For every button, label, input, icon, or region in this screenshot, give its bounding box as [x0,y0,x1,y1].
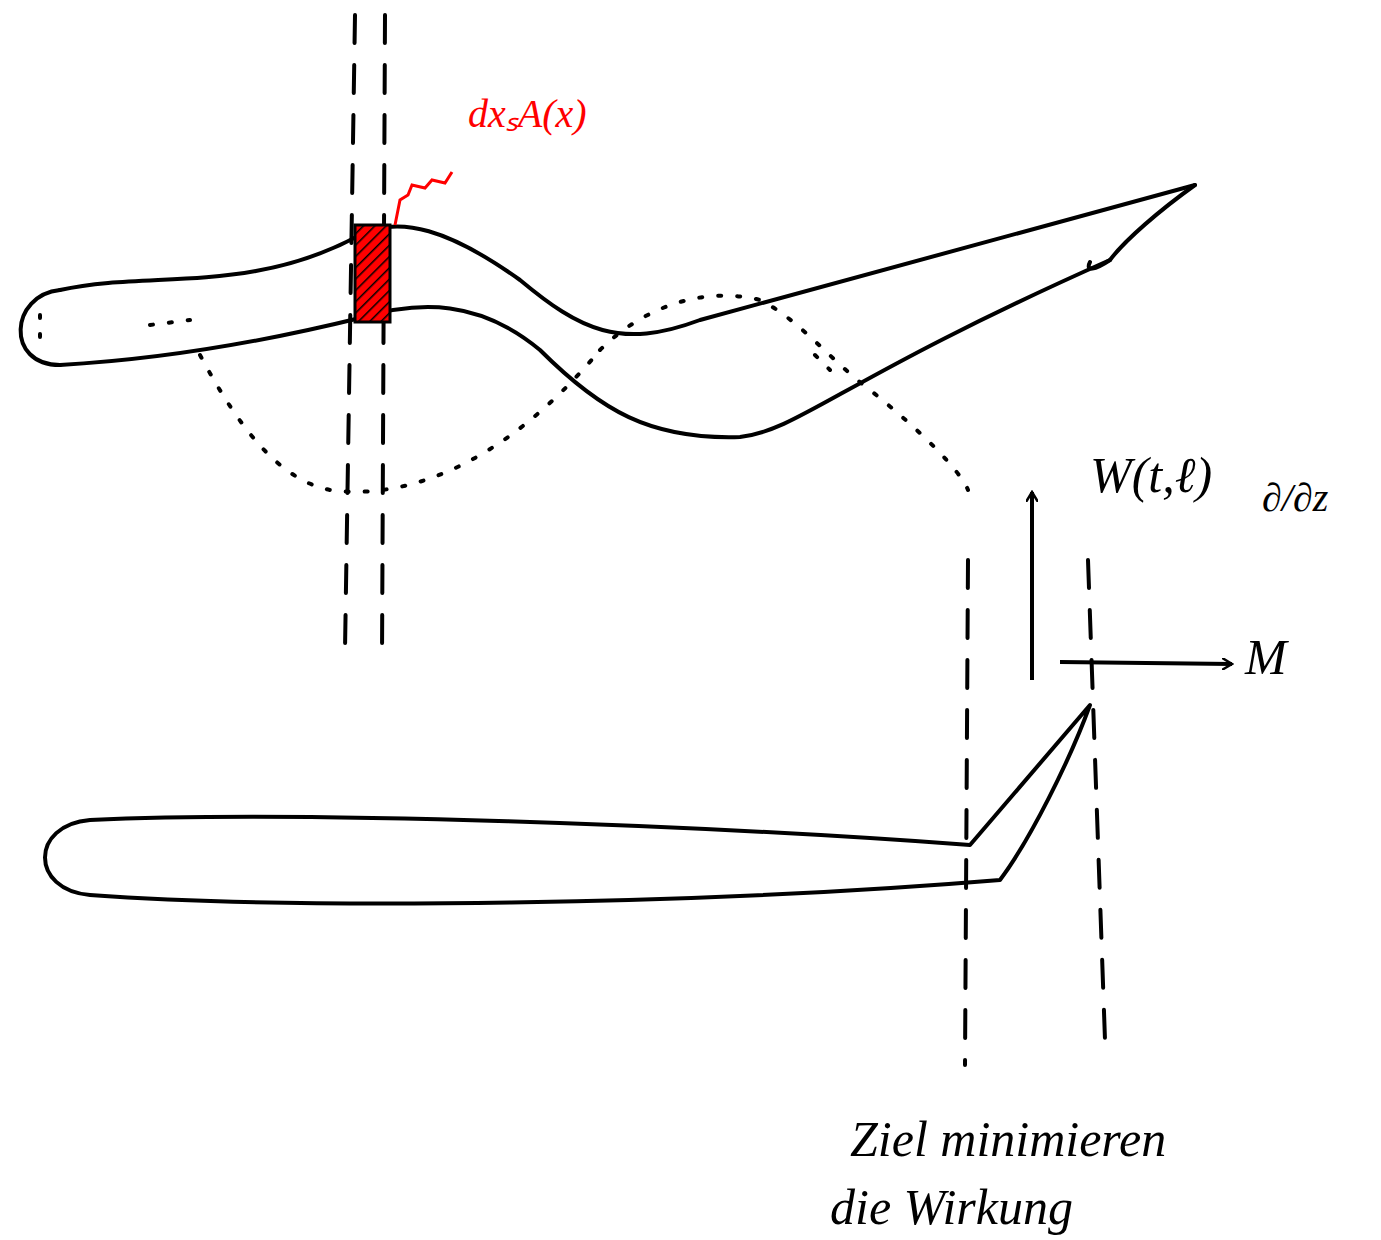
area-element [355,225,390,322]
ribbon-edge [60,185,1195,334]
projection-line [345,15,355,650]
arrow-up [1030,492,1034,680]
goal-note: die Wirkung [830,1180,1073,1235]
ribbon-dots [40,315,830,370]
area-label: dxₛA(x) [468,92,587,136]
hidden-curve [600,296,968,490]
axis-label: M [1245,630,1287,685]
goal-note: Ziel minimieren [850,1112,1166,1167]
arrow-right [1060,662,1232,664]
leader-line [395,172,452,225]
ribbon-cap [21,290,60,365]
derivative-label: ∂/∂z [1262,476,1328,520]
ribbon-edge [60,260,1110,437]
hidden-curve [200,350,600,492]
projection-line [382,15,385,660]
loop-outline [45,705,1090,903]
ribbon-cap [1089,185,1195,269]
projection-line [1088,560,1105,1040]
projection-line [965,560,968,1065]
loop-label: W(t,ℓ) [1090,448,1212,503]
